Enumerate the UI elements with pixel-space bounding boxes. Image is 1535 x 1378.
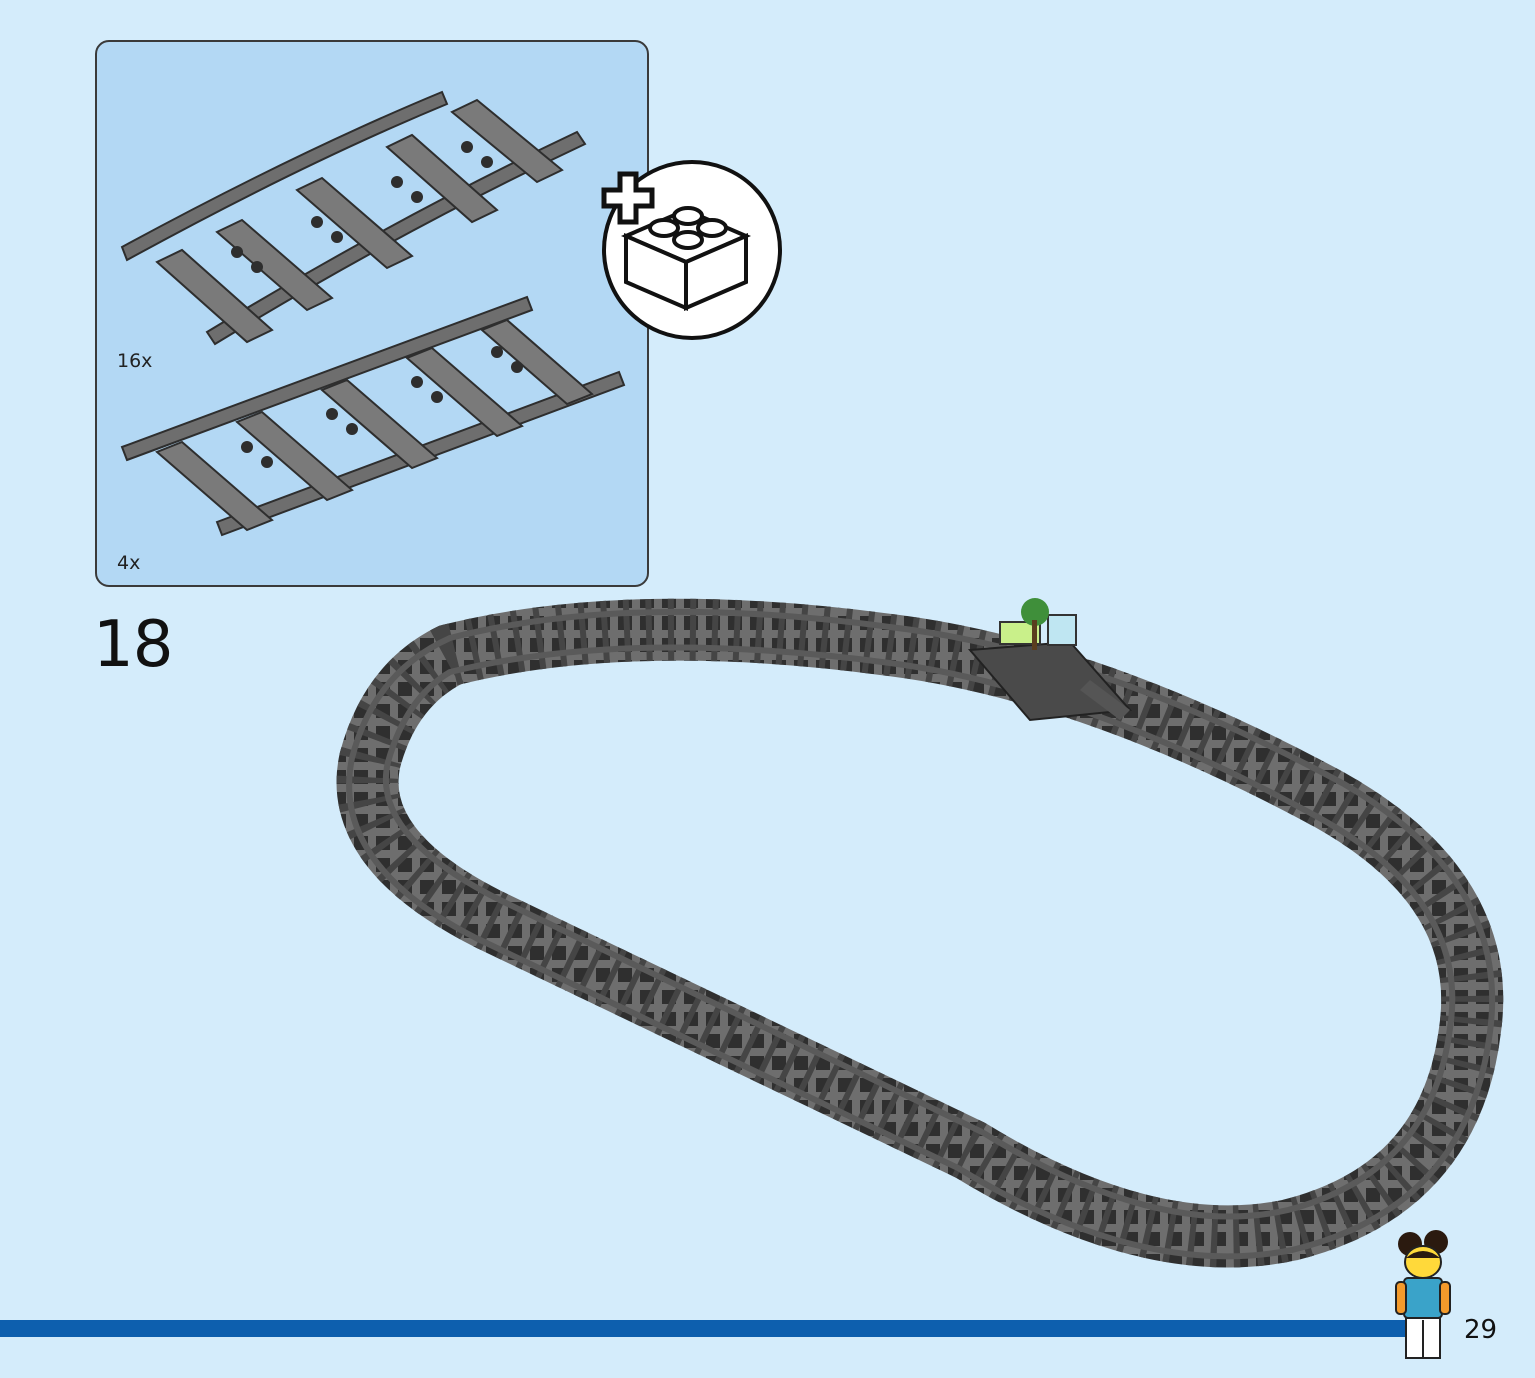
station-platform [967, 598, 1133, 722]
track-loop-ties [336, 598, 1504, 1268]
page-number: 29 [1464, 1315, 1498, 1345]
curved-track-quantity: 16x [117, 350, 153, 372]
straight-track-quantity: 4x [117, 552, 141, 574]
curved-track-piece-icon [120, 90, 587, 346]
plus-brick-icon [601, 160, 782, 340]
minifigure-icon [1395, 1230, 1451, 1359]
parts-callout: 16x 4x [95, 40, 649, 587]
inner-rail [382, 644, 1456, 1220]
bottom-bar [0, 1320, 1420, 1337]
outer-rail [346, 608, 1496, 1260]
oval-track-model [336, 598, 1504, 1268]
step-number: 18 [93, 608, 173, 682]
